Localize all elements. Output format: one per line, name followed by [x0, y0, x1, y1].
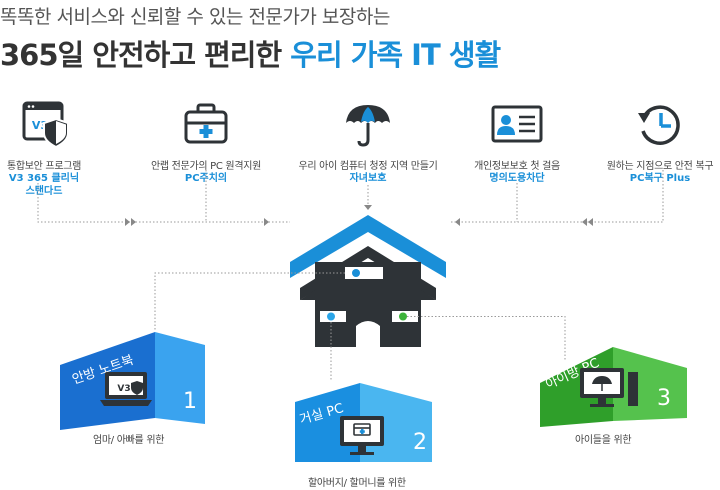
service-connector-lines — [37, 170, 664, 223]
service-name: PC복구 Plus — [629, 173, 691, 184]
umbrella-icon — [338, 95, 398, 155]
room-number: 3 — [657, 386, 671, 411]
room-caption-kids-room: 아이들을 위한 — [575, 435, 632, 446]
service-child-protection[interactable]: 우리 아이 컴퓨터 청정 지역 만들기 자녀보호 — [293, 95, 443, 185]
service-description: 통합보안 프로그램 — [6, 161, 82, 172]
monitor-icon — [340, 416, 384, 455]
window-main-bedroom — [345, 267, 383, 279]
service-identity-theft-block[interactable]: 개인정보보호 첫 걸음 명의도용차단 — [442, 95, 592, 185]
room-living-room: 거실 PC 2 — [295, 383, 432, 462]
id-card-icon — [487, 95, 547, 155]
room-number: 2 — [413, 430, 427, 455]
v3-shield-icon: V3 — [14, 95, 74, 155]
connector-arrows — [125, 205, 593, 226]
house-illustration — [290, 215, 446, 347]
desktop-pc-icon — [580, 368, 638, 407]
headline-title: 365일 안전하고 편리한 우리 가족 IT 생활 — [0, 32, 501, 74]
room-kids-room: 아이방 PC 3 — [540, 347, 687, 427]
room-main-bedroom: 안방 노트북 1 V3 — [60, 332, 205, 430]
service-name: 자녀보호 — [349, 173, 387, 184]
headline-title-accent: 우리 가족 IT 생활 — [290, 38, 501, 72]
service-pc-restore[interactable]: 원하는 지점으로 안전 복구 PC복구 Plus — [585, 95, 720, 185]
service-name-line2: 스탠다드 — [25, 186, 63, 197]
service-v3-clinic[interactable]: V3 통합보안 프로그램 V3 365 클리닉 스탠다드 — [0, 95, 119, 198]
service-pc-doctor[interactable]: 안랩 전문가의 PC 원격지원 PC주치의 — [131, 95, 281, 185]
headline-subtitle: 똑똑한 서비스와 신뢰할 수 있는 전문가가 보장하는 — [0, 6, 390, 28]
room-connector-lines — [154, 272, 566, 380]
service-name: V3 365 클리닉 — [8, 173, 80, 184]
first-aid-kit-icon — [176, 95, 236, 155]
v3-icon-text: V3 — [117, 384, 130, 394]
service-description: 우리 아이 컴퓨터 청정 지역 만들기 — [298, 161, 438, 172]
service-description: 개인정보보호 첫 걸음 — [474, 161, 560, 172]
room-caption-main-bedroom: 엄마/ 아빠를 위한 — [93, 435, 165, 446]
room-number: 1 — [183, 389, 197, 414]
headline-title-prefix: 365일 안전하고 편리한 — [0, 38, 291, 72]
service-description: 원하는 지점으로 안전 복구 — [606, 161, 714, 172]
laptop-icon: V3 — [100, 372, 152, 406]
service-name: 명의도용차단 — [489, 173, 545, 184]
room-caption-living-room: 할아버지/ 할머니를 위한 — [308, 478, 406, 489]
clock-restore-icon — [630, 95, 690, 155]
service-description: 안랩 전문가의 PC 원격지원 — [150, 161, 262, 172]
